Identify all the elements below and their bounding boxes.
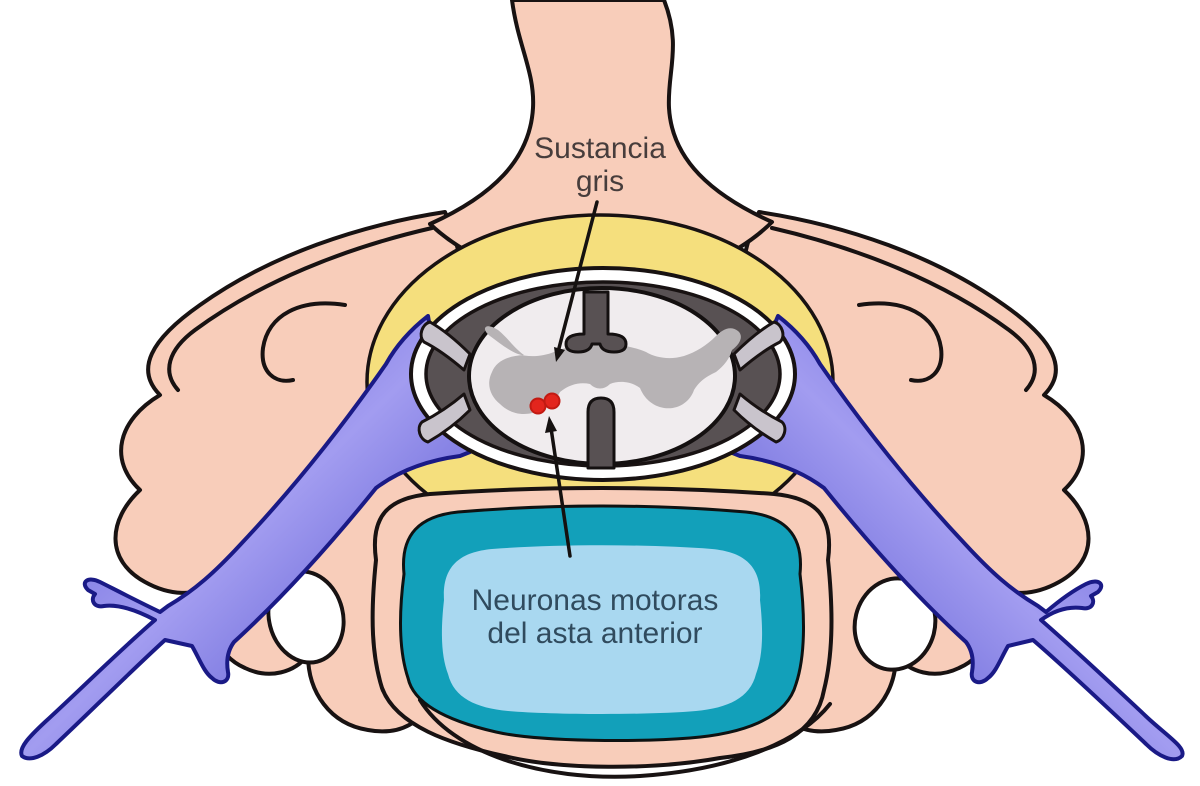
motor-neuron-dot-2 (543, 392, 561, 410)
gray-matter-label-line2: gris (576, 165, 624, 198)
arrowhead-motor-neurons (545, 416, 557, 433)
arrowhead-gray-matter (554, 347, 565, 362)
disc-light-blue-core (441, 545, 763, 714)
left-wing-lobe-line (167, 226, 434, 392)
left-wing-hook-line (260, 301, 347, 383)
pointer-line-motor-neurons (549, 426, 572, 558)
gray-matter-label-line1: Sustancia (534, 132, 666, 165)
spinal-nerve-right (728, 314, 1185, 762)
motor-neurons-label-line2: del asta anterior (487, 617, 702, 650)
pointer-line-gray-matter (556, 200, 599, 354)
spinal-nerve-left (19, 314, 472, 761)
rootlet-left-lower (417, 392, 472, 444)
posterior-median-sulcus (564, 290, 628, 354)
gray-matter-butterfly (484, 326, 741, 414)
rootlet-left-upper (419, 320, 472, 372)
rootlet-right-upper (732, 320, 785, 372)
right-wing-lobe-line (770, 226, 1037, 392)
anterior-median-fissure (586, 396, 616, 470)
motor-neuron-dot-1 (529, 397, 547, 415)
right-wing-hook-line (857, 301, 944, 383)
motor-neurons-label-line1: Neuronas motoras (472, 584, 719, 617)
rootlet-right-lower (732, 392, 787, 444)
vertebral-body-lower-plate-line (418, 698, 832, 779)
